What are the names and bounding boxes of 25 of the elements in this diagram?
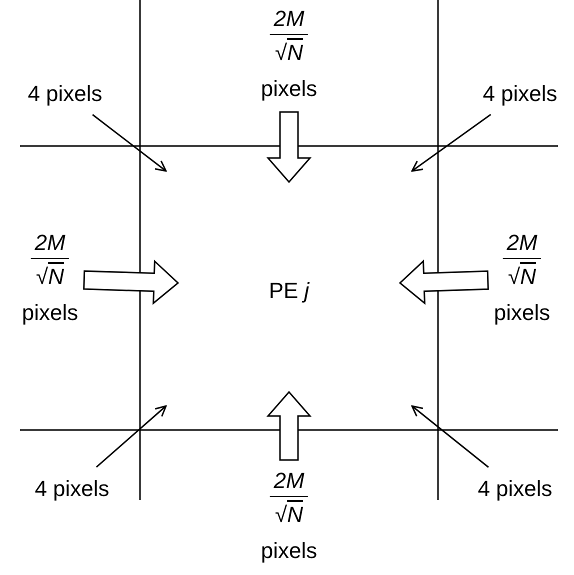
text-label: 4 pixels xyxy=(28,80,102,108)
block-arrow xyxy=(266,390,312,461)
block-arrow xyxy=(83,260,180,305)
text-label: 4 pixels xyxy=(478,475,552,503)
fraction-numerator: 2M xyxy=(502,228,542,259)
block-arrow xyxy=(398,260,489,305)
fraction-numerator: 2M xyxy=(270,4,308,35)
arrow xyxy=(411,405,489,468)
arrow xyxy=(96,405,167,468)
fraction-denominator: √N xyxy=(274,39,304,67)
unit-label: pixels xyxy=(260,537,318,565)
unit-label: pixels xyxy=(260,75,318,103)
fraction-denominator: √N xyxy=(507,263,537,291)
text-label: 4 pixels xyxy=(34,475,110,503)
block-arrow xyxy=(266,111,312,184)
fraction-denominator: √N xyxy=(274,501,304,529)
text-label: PE j xyxy=(268,277,310,305)
arrow xyxy=(411,114,492,172)
fraction-denominator: √N xyxy=(35,263,65,291)
text-label: 4 pixels xyxy=(482,80,558,108)
unit-label: pixels xyxy=(22,299,78,327)
unit-label: pixels xyxy=(494,299,550,327)
arrow xyxy=(92,114,167,172)
fraction-numerator: 2M xyxy=(30,228,70,259)
fraction-numerator: 2M xyxy=(270,466,308,497)
